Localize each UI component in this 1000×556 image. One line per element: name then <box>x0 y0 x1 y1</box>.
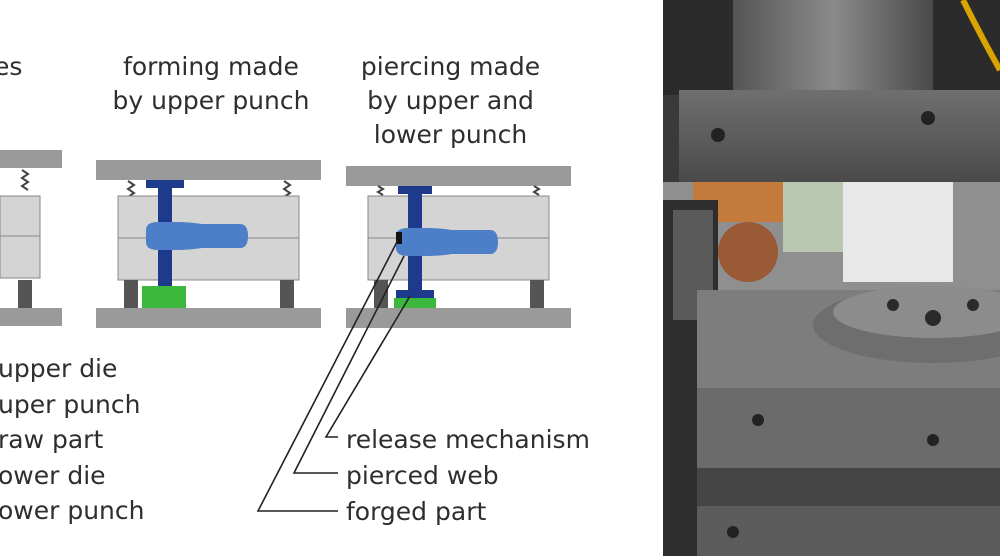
legend-raw-part: raw part <box>0 425 104 454</box>
stage-3-pierced-web <box>396 232 402 244</box>
legend-left: upper die uper punch raw part ower die o… <box>0 351 145 529</box>
stage-2-bottom-plate <box>96 308 321 328</box>
legend-upper-die: upper die <box>0 354 118 383</box>
leader-forged-part <box>256 239 399 512</box>
stage-3-die <box>346 166 571 328</box>
stage-2-caption: forming made by upper punch <box>106 50 316 118</box>
stage-3-top-plate <box>346 166 571 186</box>
leader-lines <box>256 239 411 512</box>
stage-1-spring-icon <box>20 169 30 191</box>
leader-pierced-web <box>292 255 405 474</box>
stage-2-post-right <box>280 280 294 308</box>
stage-1-lower-die <box>0 235 41 279</box>
forging-process-diagram: es forming made by upper punch piercing … <box>0 50 590 530</box>
stage-2-lower-punch <box>142 286 186 308</box>
stage-2-caption-line-2: by upper punch <box>112 86 310 115</box>
legend-forged-part: forged part <box>346 497 487 526</box>
stage-2-spring-right-icon <box>282 180 292 198</box>
legend-lower-punch: ower punch <box>0 496 145 525</box>
stage-2-upper-punch-head <box>146 180 184 188</box>
stage-1-post <box>18 280 32 308</box>
stage-2-raw-part <box>146 222 248 250</box>
stage-3-post-right <box>530 280 544 308</box>
stage-2-die <box>96 160 321 328</box>
die-drawing <box>0 150 571 512</box>
forging-press-photo <box>663 0 1000 556</box>
stage-3-caption-line-3: lower punch <box>373 120 528 149</box>
legend-release-mechanism: release mechanism <box>346 425 590 454</box>
stage-2-caption-line-1: forming made <box>123 52 299 81</box>
stage-1-upper-die <box>0 195 41 237</box>
legend-lower-die: ower die <box>0 460 106 490</box>
stage-3-caption: piercing made by upper and lower punch <box>348 50 553 152</box>
stage-2-post-left <box>124 280 138 308</box>
stage-3-upper-punch-head <box>398 186 432 194</box>
stage-3-post-left <box>374 280 388 308</box>
stage-3-spring-right-icon <box>532 185 541 196</box>
press-photo-illustration <box>663 0 1000 556</box>
stage-1-caption: es <box>0 50 22 84</box>
leader-release-mechanism <box>324 295 411 438</box>
stage-3-bottom-plate <box>346 308 571 328</box>
stage-3-caption-line-1: piercing made <box>360 52 541 81</box>
stage-3-spring-left-icon <box>376 185 385 196</box>
stage-2-top-plate <box>96 160 321 180</box>
legend-right: release mechanism pierced web forged par… <box>346 422 590 530</box>
stage-3-lower-punch-head <box>396 290 434 298</box>
legend-upper-punch: uper punch <box>0 389 141 419</box>
stage-3-lower-punch <box>394 298 436 308</box>
stage-2-spring-left-icon <box>126 180 136 198</box>
stage-3-forged-part <box>396 228 498 256</box>
stage-1-bottom-plate <box>0 308 62 326</box>
stage-1-caption-line: es <box>0 52 23 81</box>
stage-1-top-plate <box>0 150 62 168</box>
legend-pierced-web: pierced web <box>346 461 499 490</box>
stage-3-caption-line-2: by upper and <box>367 86 534 115</box>
stage-1-die <box>0 150 62 326</box>
